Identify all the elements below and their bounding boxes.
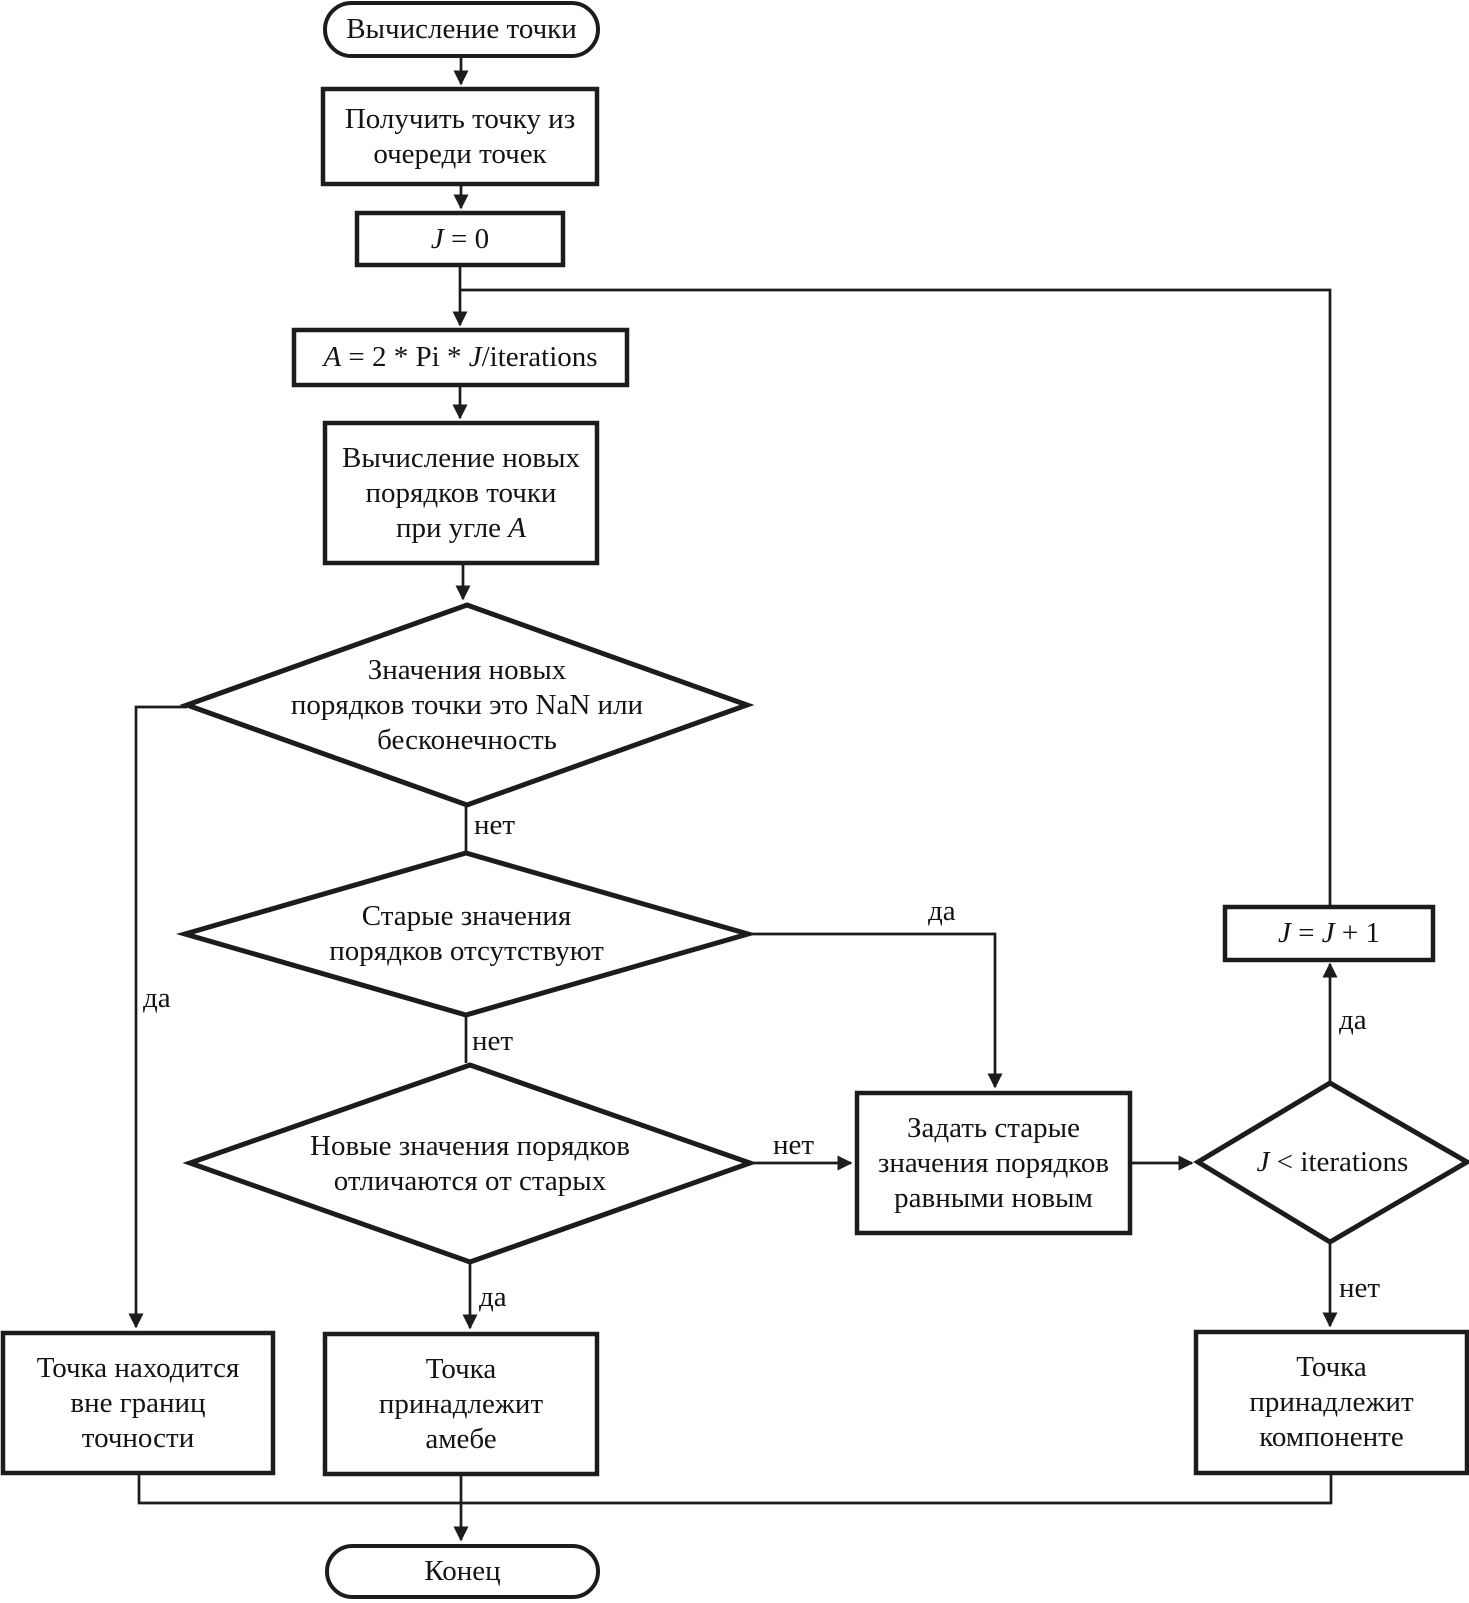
result-outside-bounds-label: Точка находится вне границ точности (36, 1351, 240, 1454)
start-terminator-label: Вычисление точки (346, 13, 577, 45)
process-get-point-label: Получить точку из очереди точек (344, 102, 576, 170)
edge-label-differ-yes: да (479, 1281, 507, 1313)
decision-check-iter-shape (1193, 1080, 1469, 1245)
decision-check-old-shape (175, 850, 758, 1018)
process-j-init-shape (354, 210, 566, 268)
process-j-inc-shape (1222, 904, 1436, 963)
edge-label-iter-yes: да (1339, 1004, 1367, 1036)
decision-check-differ-label: Новые значения порядков отличаются от ст… (310, 1129, 630, 1197)
edge-label-nan-yes: да (143, 982, 171, 1014)
edge-loop-j-inc-to-angle (460, 288, 1332, 907)
edge-label-nan-no: нет (474, 809, 516, 841)
result-component-shape (1193, 1329, 1469, 1476)
process-angle-label: A = 2 * Pi * J/iterations (323, 341, 598, 373)
edge-label-old-no: нет (472, 1025, 514, 1057)
decision-check-nan-shape (179, 602, 755, 808)
end-terminator-label: Конец (424, 1555, 501, 1587)
edge-merge-to-end (137, 1473, 1333, 1505)
decision-check-differ-shape (182, 1062, 758, 1265)
decision-check-nan-label: Значения новых порядков точки это NaN ил… (290, 653, 644, 756)
result-amoeba-label: Точка принадлежит амебе (378, 1352, 544, 1455)
process-compute-orders-label: Вычисление новых порядков точки при угле… (341, 441, 580, 544)
process-j-init-label: J = 0 (430, 222, 490, 255)
edge-label-old-yes: да (928, 895, 956, 927)
result-component-label: Точка принадлежит компоненте (1249, 1351, 1414, 1453)
process-get-point-shape (320, 86, 600, 187)
result-outside-bounds-shape (0, 1330, 276, 1476)
decision-check-iter-label: J < iterations (1256, 1146, 1409, 1178)
edge-label-iter-no: нет (1339, 1272, 1381, 1304)
start-terminator-shape (323, 1, 600, 58)
result-amoeba-shape (322, 1331, 600, 1477)
process-compute-orders-shape (322, 420, 600, 566)
edge-label-differ-no: нет (773, 1129, 815, 1161)
end-terminator-shape (325, 1544, 600, 1599)
decision-check-old-label: Старые значения порядков отсутствуют (329, 900, 604, 967)
process-set-old-shape (854, 1090, 1133, 1236)
process-set-old-label: Задать старые значения порядков равными … (877, 1111, 1110, 1214)
process-angle-shape (291, 327, 630, 388)
process-j-inc-label: J = J + 1 (1278, 917, 1380, 949)
edge-check-nan-yes-to-outside (128, 705, 187, 1329)
edge-check-old-yes-to-set-old (748, 932, 1003, 1089)
